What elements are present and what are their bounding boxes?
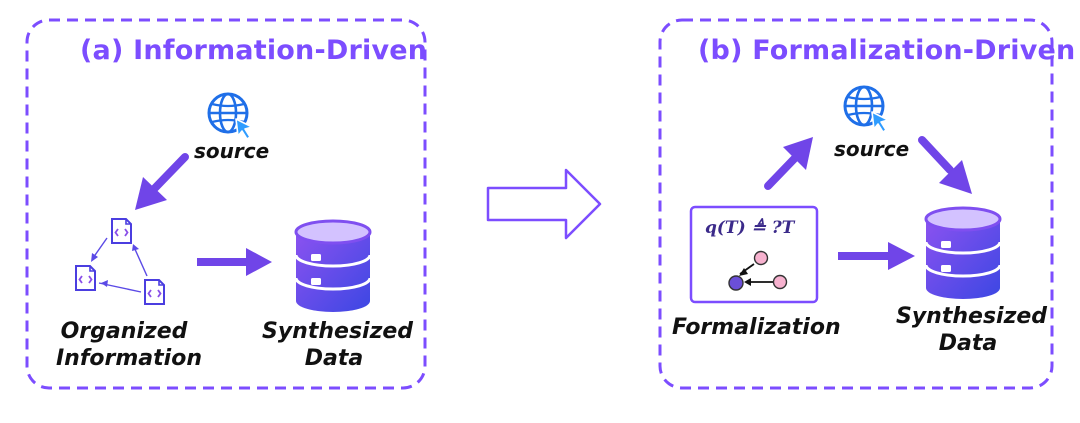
- synthesized-data-label: Synthesized Data: [262, 318, 413, 372]
- panel-a-title: (a) Information-Driven: [80, 35, 428, 66]
- formalization-formula: q(T) ≜ ?T: [705, 218, 795, 238]
- arrow-source-to-data-head: [939, 160, 972, 194]
- graph-nodes-icon: [728, 250, 788, 291]
- hollow-arrow-right-icon: [486, 168, 602, 240]
- arrow-formalization-to-source-head: [783, 137, 813, 170]
- panel-a-frame: [25, 18, 427, 390]
- organized-information-label: Organized Information: [56, 318, 202, 372]
- formalization-label: Formalization: [672, 315, 841, 340]
- database-icon: [924, 206, 1002, 301]
- arrow-organized-to-data-head: [246, 248, 272, 276]
- synthesized-label-line1: Synthesized: [896, 304, 1048, 329]
- synthesized-data-label: Synthesized Data: [896, 303, 1047, 357]
- organized-label-line2: Information: [56, 346, 202, 371]
- source-label: source: [194, 139, 270, 163]
- arrow-source-to-organized: [151, 153, 189, 192]
- synthesized-label-line1: Synthesized: [262, 319, 414, 344]
- panel-b-frame: [658, 18, 1054, 390]
- organized-label-line1: Organized: [60, 319, 188, 344]
- database-icon: [294, 219, 372, 314]
- arrow-formalization-to-data-head: [888, 242, 915, 270]
- code-document-icon: [144, 279, 165, 305]
- synthesized-label-line2: Data: [304, 346, 364, 371]
- arrow-source-to-data: [918, 136, 954, 174]
- arrow-source-to-organized-head: [135, 177, 167, 210]
- panel-b-title: (b) Formalization-Driven: [698, 35, 1076, 66]
- code-document-icon: [111, 218, 132, 244]
- synthesized-label-line2: Data: [938, 331, 998, 356]
- organized-information-icon: [75, 218, 165, 305]
- code-document-icon: [75, 265, 96, 291]
- globe-cursor-icon: [207, 92, 254, 141]
- globe-cursor-icon: [843, 85, 890, 134]
- arrow-formalization-to-source: [764, 154, 799, 190]
- source-label: source: [834, 137, 910, 161]
